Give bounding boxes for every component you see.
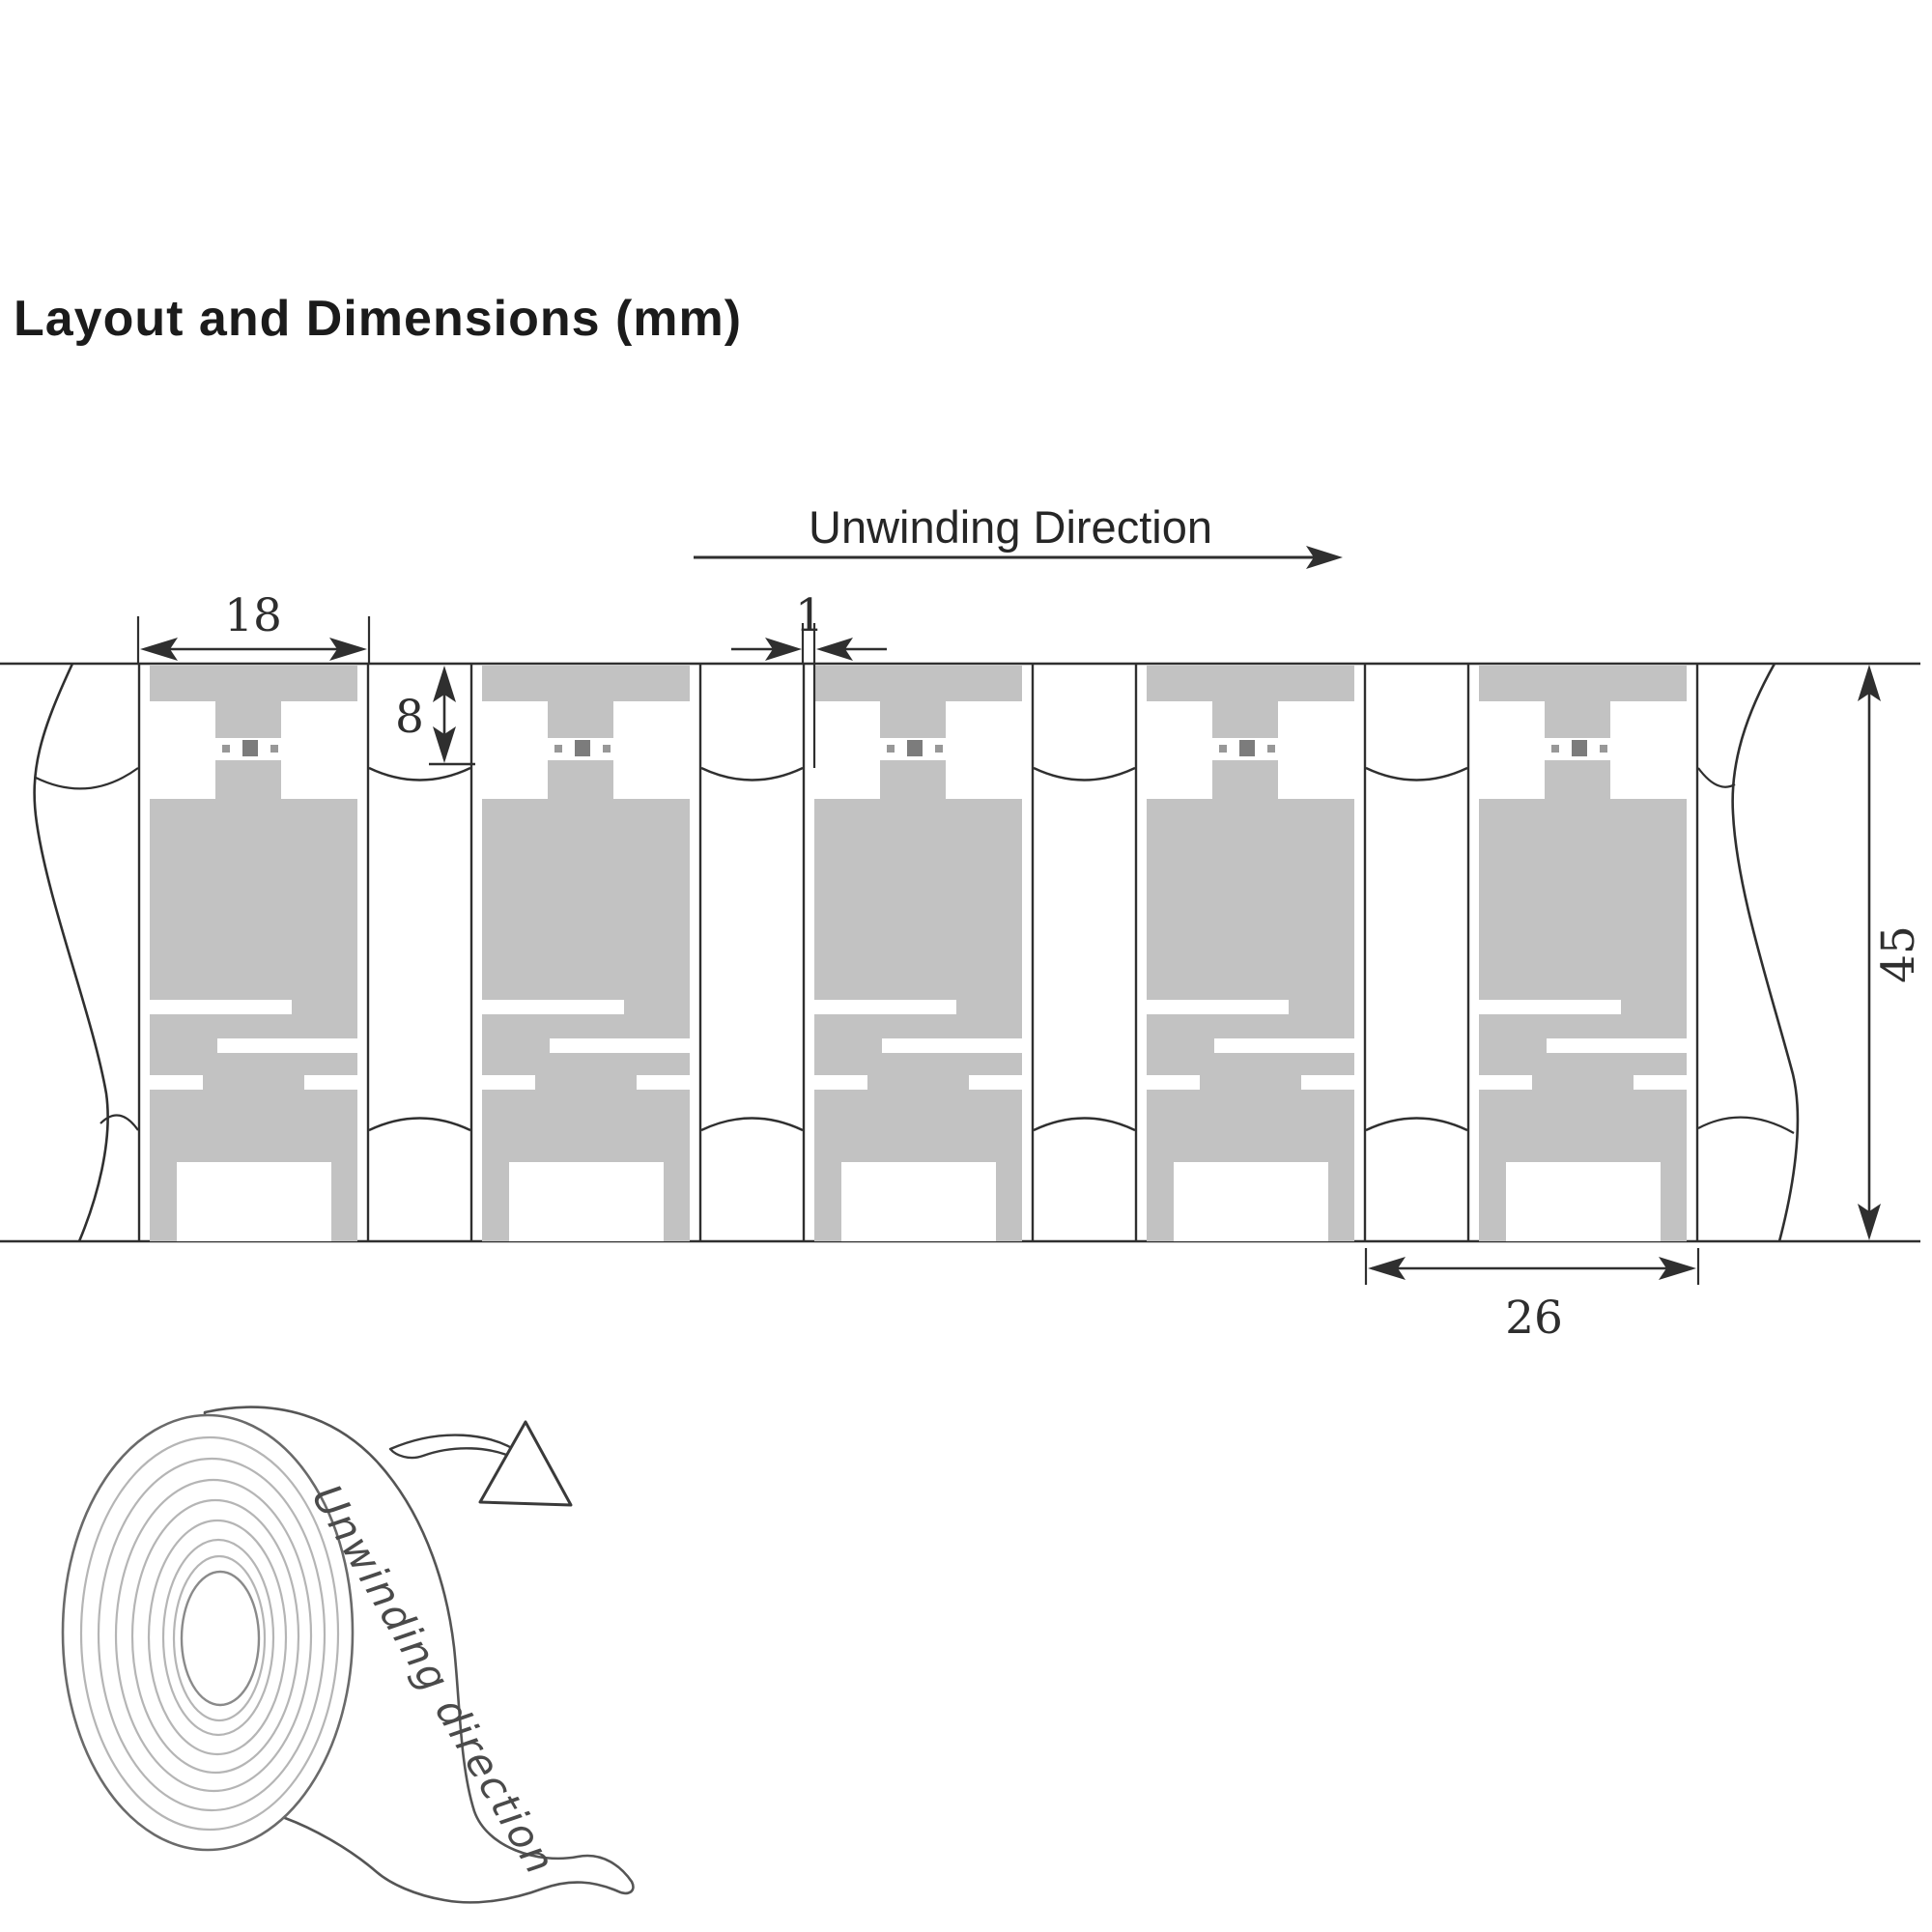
roll-spiral [61, 1413, 355, 1852]
gap-diecut-2 [699, 766, 805, 1132]
dimension-notch-depth: 8 [395, 666, 475, 766]
dim-1: 1 [795, 589, 824, 642]
roll-unwind-arrow-icon [388, 1420, 573, 1507]
dim-45: 45 [1872, 925, 1925, 983]
roll-illustration: Unwinding direction [61, 1406, 635, 1904]
page-title: Layout and Dimensions (mm) [14, 291, 743, 347]
dimension-label-width: 18 [136, 589, 371, 664]
inlay-strip [0, 662, 1920, 1243]
unwinding-arrow-icon [1306, 546, 1343, 569]
dimension-edge-gap: 1 [731, 589, 887, 768]
unwinding-direction-header: Unwinding Direction [694, 501, 1343, 569]
dim-8: 8 [395, 691, 424, 744]
dimension-web-height: 45 [1858, 665, 1925, 1240]
dim-18: 18 [224, 589, 282, 642]
dimension-pitch: 26 [1364, 1248, 1700, 1345]
rfid-tag-1 [137, 662, 370, 1243]
gap-diecut-3 [1032, 766, 1137, 1132]
gap-diecut-4 [1364, 766, 1469, 1132]
gap-diecut-1 [367, 766, 472, 1132]
left-break-line [33, 663, 139, 1242]
rfid-tag-5 [1466, 662, 1699, 1243]
rfid-tag-2 [469, 662, 702, 1243]
unwinding-direction-label: Unwinding Direction [809, 501, 1212, 553]
right-break-line [1697, 663, 1800, 1242]
dim-26: 26 [1505, 1292, 1563, 1345]
rfid-tag-4 [1134, 662, 1367, 1243]
rfid-tag-3 [802, 662, 1035, 1243]
roll-core-hole [180, 1570, 261, 1707]
